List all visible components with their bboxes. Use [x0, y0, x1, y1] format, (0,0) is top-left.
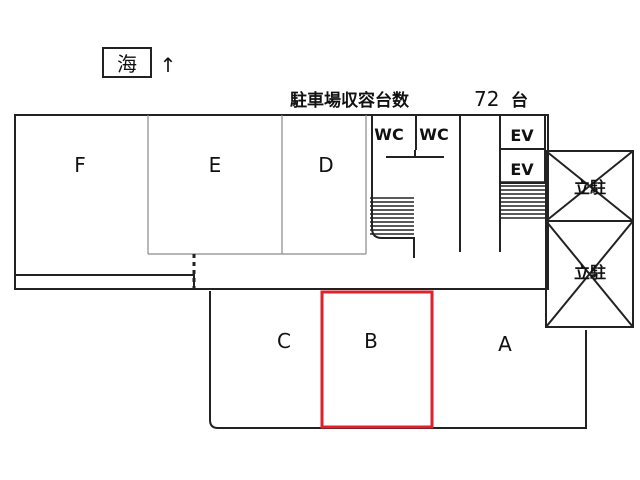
elevator-label-1: EV — [510, 126, 534, 145]
stairs-left — [370, 197, 414, 235]
unit-e-label: E — [209, 153, 222, 177]
stairs-right — [500, 181, 546, 219]
parking-capacity: 駐車場収容台数 72 台 — [290, 87, 528, 111]
wc-label-2: WC — [419, 125, 448, 144]
upper-wing-dividers — [147, 115, 367, 255]
tower-parking — [545, 150, 634, 328]
tower-parking-label-lower: 立駐 — [574, 263, 606, 282]
wc-label-1: WC — [374, 125, 403, 144]
sea-label-box — [102, 47, 152, 78]
parking-capacity-unit: 台 — [511, 90, 528, 111]
unit-a-label: A — [498, 332, 512, 356]
north-arrow-icon: ↑ — [160, 53, 177, 77]
unit-b-label: B — [364, 329, 378, 353]
unit-b-highlight — [320, 290, 434, 429]
building-outline — [14, 114, 587, 429]
parking-capacity-label: 駐車場収容台数 — [290, 90, 410, 111]
unit-c-label: C — [277, 329, 291, 353]
parking-capacity-count: 72 — [474, 87, 499, 111]
elevator-label-2: EV — [510, 160, 534, 179]
unit-f-label: F — [74, 153, 86, 177]
unit-d-label: D — [318, 153, 333, 177]
north-indicator: 海 ↑ — [102, 47, 177, 78]
tower-parking-label-upper: 立駐 — [574, 178, 606, 197]
sea-label: 海 — [117, 52, 137, 76]
